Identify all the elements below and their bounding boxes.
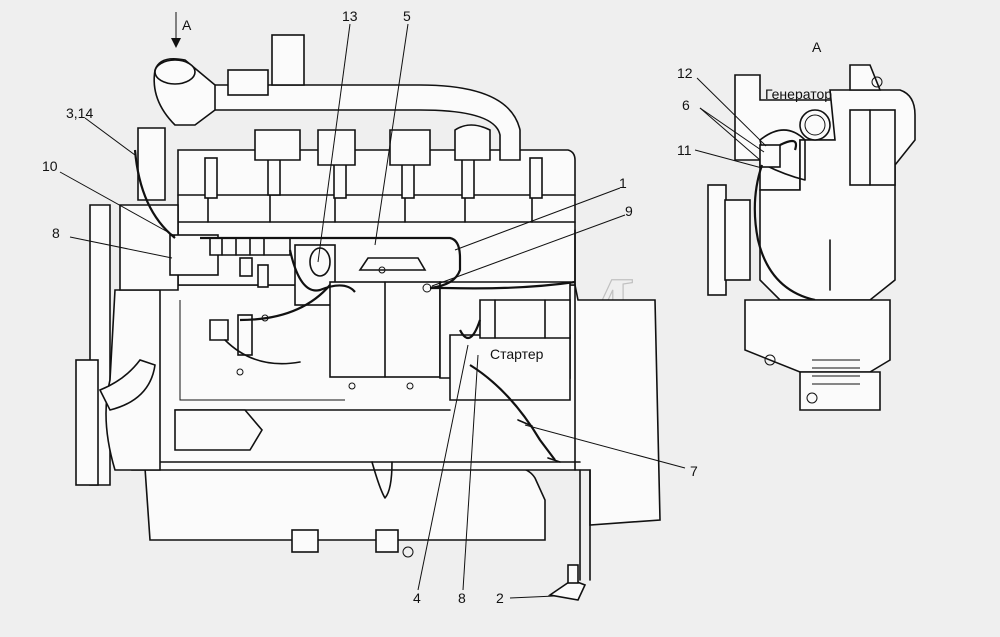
callout-8-bottom: 8 bbox=[458, 590, 466, 606]
starter-label: Стартер bbox=[490, 346, 544, 362]
callout-1: 1 bbox=[619, 175, 627, 191]
callout-9: 9 bbox=[625, 203, 633, 219]
filler-neck bbox=[271, 34, 305, 86]
ground-strap-2 bbox=[547, 579, 587, 601]
starter-solenoid bbox=[479, 299, 571, 339]
water-hose bbox=[98, 359, 156, 411]
drain-plug bbox=[402, 546, 414, 558]
starter-body bbox=[449, 334, 571, 401]
oil-pan-foot bbox=[291, 529, 319, 553]
injector bbox=[204, 157, 218, 199]
oil-pan-foot bbox=[375, 529, 399, 553]
oil-pan bbox=[144, 467, 546, 541]
view-a-detail: Генератор bbox=[707, 64, 916, 411]
callout-5: 5 bbox=[403, 8, 411, 24]
callout-7: 7 bbox=[690, 463, 698, 479]
callout-10: 10 bbox=[42, 158, 58, 174]
callout-11: 11 bbox=[677, 142, 692, 158]
callout-4: 4 bbox=[413, 590, 421, 606]
callout-2: 2 bbox=[496, 590, 504, 606]
bolts bbox=[236, 266, 432, 390]
callout-13: 13 bbox=[342, 8, 358, 24]
view-a-pulley bbox=[707, 184, 727, 296]
generator-terminals bbox=[759, 144, 781, 168]
view-arrow-label: А bbox=[182, 17, 192, 33]
injector bbox=[461, 157, 475, 199]
intake-manifold bbox=[209, 84, 521, 161]
injector-row bbox=[204, 149, 543, 199]
callout-12: 12 bbox=[677, 65, 693, 81]
callout-labels: А А 13 5 3,14 10 8 1 9 7 4 8 2 12 6 11 bbox=[42, 8, 822, 606]
injector bbox=[529, 157, 543, 199]
callout-8-left: 8 bbox=[52, 225, 60, 241]
engine-side-view: Стартер bbox=[75, 34, 661, 601]
block-plate bbox=[174, 409, 263, 451]
leader-lines bbox=[59, 12, 767, 599]
view-a-title: А bbox=[812, 39, 822, 55]
generator-outline bbox=[799, 109, 831, 141]
callout-3-14: 3,14 bbox=[66, 105, 93, 121]
callout-6: 6 bbox=[682, 97, 690, 113]
generator-label: Генератор bbox=[765, 86, 832, 102]
crank-pulley bbox=[75, 359, 99, 486]
